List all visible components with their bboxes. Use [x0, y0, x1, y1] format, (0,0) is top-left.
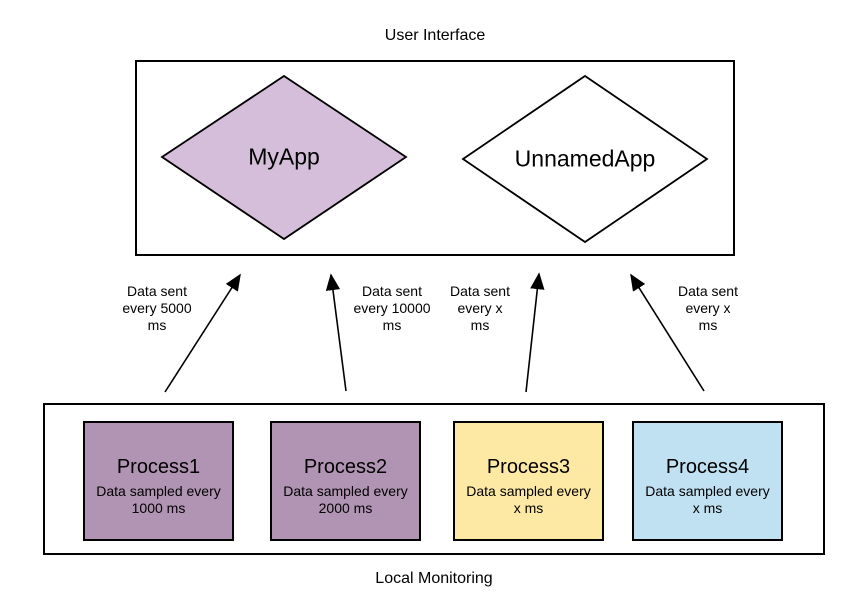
arrow-label-line: every x: [685, 300, 731, 316]
process-detail-line: Data sampled every: [466, 482, 591, 499]
process3-box: Process3 Data sampled every x ms: [453, 421, 604, 541]
arrow-label-line: ms: [470, 317, 490, 333]
arrow-label-3: Data sent every x ms: [450, 283, 510, 334]
process-detail-line: x ms: [513, 499, 544, 516]
arrow-process3-to-unnamedapp: [525, 272, 545, 393]
arrow-label-line: Data sent: [362, 283, 422, 299]
myapp-label: MyApp: [248, 143, 320, 170]
process-title: Process1: [116, 455, 201, 478]
arrow-label-1: Data sent every 5000 ms: [122, 283, 191, 334]
process1-box: Process1 Data sampled every 1000 ms: [83, 421, 234, 541]
arrow-label-line: Data sent: [450, 283, 510, 299]
process-detail-line: Data sampled every: [645, 482, 770, 499]
user-interface-box: [135, 60, 735, 256]
arrow-label-4: Data sent every x ms: [678, 283, 738, 334]
process2-box: Process2 Data sampled every 2000 ms: [270, 421, 421, 541]
arrow-label-line: every 10000: [353, 300, 431, 316]
arrow-label-line: ms: [382, 317, 402, 333]
process-detail-line: x ms: [692, 499, 723, 516]
process-detail-line: Data sampled every: [96, 482, 221, 499]
arrow-label-2: Data sent every 10000 ms: [353, 283, 430, 334]
unnamedapp-label: UnnamedApp: [514, 145, 656, 172]
process-title: Process3: [486, 455, 571, 478]
local-monitoring-label: Local Monitoring: [375, 570, 493, 587]
process-title: Process4: [665, 455, 750, 478]
process-title: Process2: [303, 455, 388, 478]
process-detail-line: 2000 ms: [318, 499, 373, 516]
process-detail-line: Data sampled every: [283, 482, 408, 499]
arrow-process2-to-myapp: [325, 273, 347, 392]
local-monitoring-box: [43, 403, 825, 555]
arrow-label-line: every 5000: [122, 300, 192, 316]
arrow-label-line: ms: [698, 317, 718, 333]
arrow-label-line: Data sent: [678, 283, 738, 299]
arrow-label-line: Data sent: [127, 283, 187, 299]
user-interface-label: User Interface: [384, 27, 486, 44]
arrow-label-line: every x: [457, 300, 503, 316]
arrow-label-line: ms: [147, 317, 167, 333]
process4-box: Process4 Data sampled every x ms: [632, 421, 783, 541]
process-detail-line: 1000 ms: [131, 499, 186, 516]
